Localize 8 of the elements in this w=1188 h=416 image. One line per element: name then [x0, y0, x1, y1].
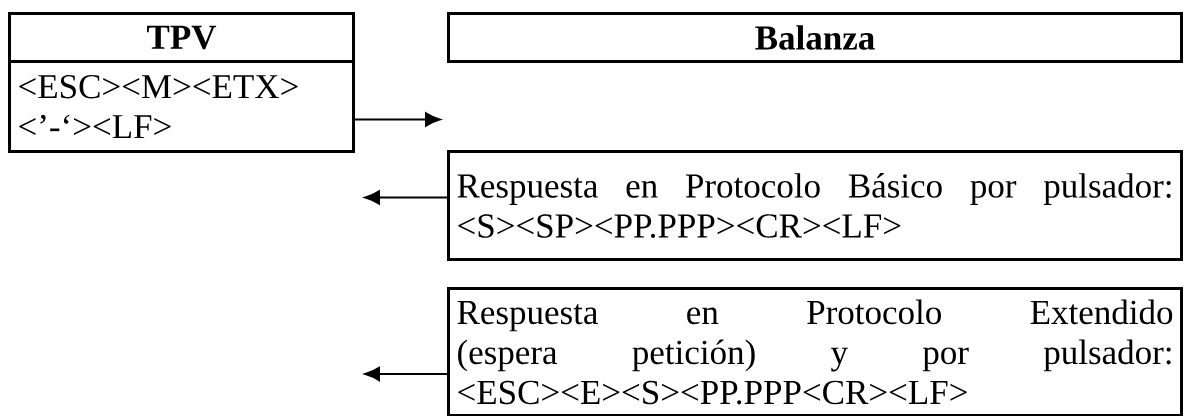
header-box: TPV [8, 12, 355, 63]
response-box: Respuesta en Protocolo Básico por pulsador: <S><SP><PP.PPP><CR><LF> [447, 150, 1183, 261]
arrow [354, 112, 441, 127]
header-box: Balanza [447, 12, 1183, 63]
arrow [364, 190, 448, 205]
arrow [364, 366, 448, 382]
response-box: Respuesta en Protocolo Extendido (espera petición) y por pulsador: <ESC><E><S><PP.PPP<CR><LF> [447, 287, 1183, 416]
message-box: <ESC><M><ETX> <’-‘><LF> [8, 60, 355, 153]
